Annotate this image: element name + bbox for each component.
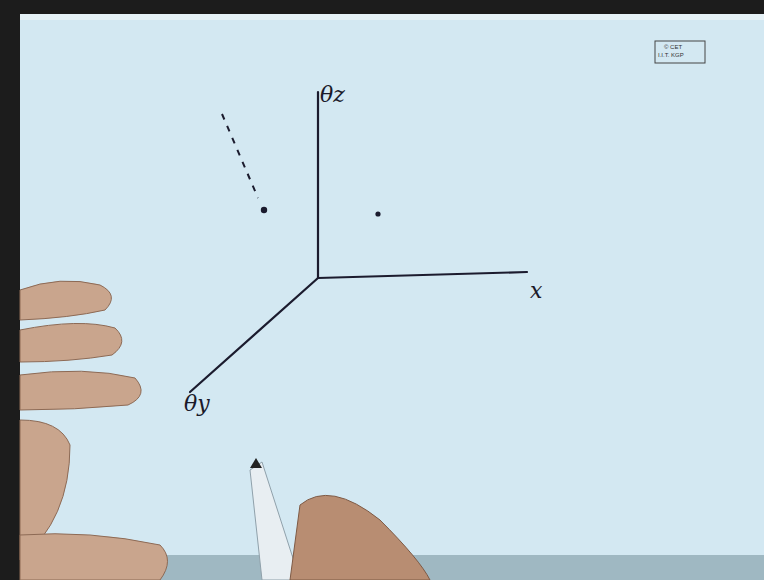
watermark: I.I.T. KGP <box>658 52 684 59</box>
axis-label: θy <box>184 393 210 415</box>
axis-label: θz <box>320 84 345 106</box>
watermark: © CET <box>664 44 682 51</box>
axis-label: x <box>530 280 542 302</box>
